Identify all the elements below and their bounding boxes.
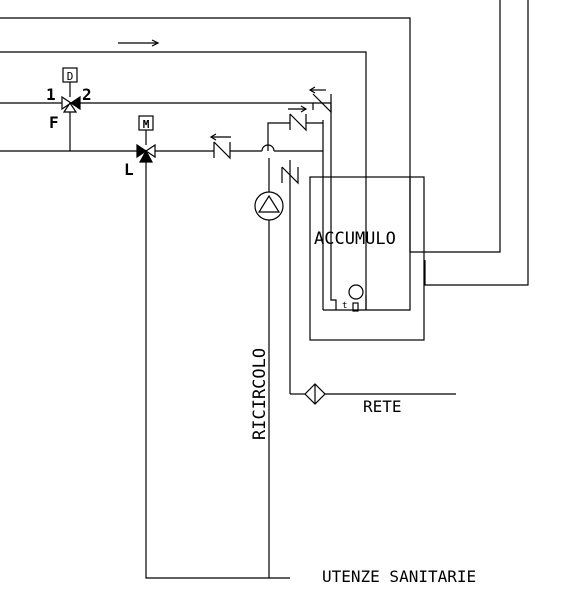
check-valve-upper bbox=[289, 113, 307, 132]
ricircolo-label: RICIRCOLO bbox=[250, 348, 270, 440]
valve-m-left-triangle bbox=[136, 143, 148, 159]
pipe-upper-loop bbox=[267, 122, 290, 151]
check-valve-rete bbox=[281, 166, 299, 185]
pipe-outer-2 bbox=[0, 51, 367, 310]
check-upper-arrow-head bbox=[300, 105, 308, 113]
port-f-label: F bbox=[49, 113, 59, 132]
valve-m-label: M bbox=[143, 118, 150, 131]
thermostat-label: t bbox=[342, 301, 347, 311]
check-mid-arrow-head bbox=[209, 133, 217, 141]
thermostat-bulb bbox=[348, 284, 364, 300]
accumulo-tank-outer bbox=[309, 176, 425, 341]
valve-d-left-triangle bbox=[61, 95, 73, 111]
rete-label: RETE bbox=[363, 397, 402, 416]
utenze-sanitarie-label: UTENZE SANITARIE bbox=[322, 567, 476, 586]
accumulo-tank-inner bbox=[323, 177, 411, 311]
pipe-outer-top bbox=[0, 0, 501, 253]
valve-d-label: D bbox=[67, 70, 74, 83]
flow-arrow-head bbox=[151, 39, 160, 47]
port-2-label: 2 bbox=[82, 85, 92, 104]
pump-triangle bbox=[257, 194, 281, 213]
pipe-valve-l-down bbox=[145, 162, 290, 579]
accumulo-label: ACCUMULO bbox=[314, 229, 396, 249]
pipe-outer-3 bbox=[424, 0, 529, 286]
valve-d-right-triangle bbox=[69, 95, 81, 111]
thermostat-probe bbox=[352, 302, 359, 312]
valve-l-label: L bbox=[124, 160, 134, 179]
pipe-check-top-down bbox=[330, 103, 337, 310]
check-top-arrow-head bbox=[308, 86, 316, 94]
port-1-label: 1 bbox=[46, 85, 56, 104]
check-valve-mid bbox=[213, 141, 231, 160]
pipe-valve-d-right bbox=[80, 102, 314, 110]
